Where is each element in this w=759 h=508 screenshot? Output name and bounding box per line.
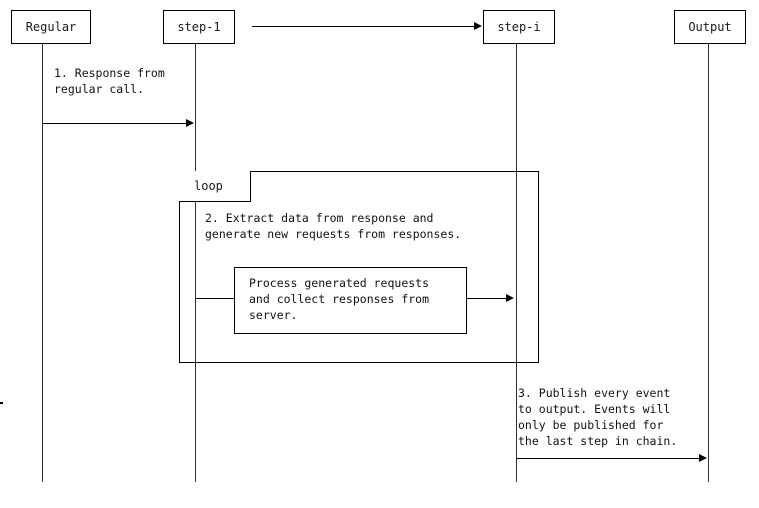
message-chain-link-arrowhead — [474, 22, 482, 30]
loop-fragment-frame — [179, 171, 539, 363]
loop-operator-text: loop — [194, 179, 223, 193]
note-line-3: server. — [249, 308, 298, 322]
fragment-text-extract-data: 2. Extract data from response and genera… — [205, 210, 461, 242]
publish-label-line-3: only be published for — [518, 418, 664, 432]
participant-label-step-1: step-1 — [177, 20, 221, 34]
edge-artifact-mark — [0, 402, 3, 404]
publish-label-line-2: to output. Events will — [518, 402, 671, 416]
message-response-from-regular-line — [42, 123, 187, 124]
message-chain-link-line — [252, 26, 475, 27]
publish-label-line-4: the last step in chain. — [518, 434, 678, 448]
participant-step-i[interactable]: step-i — [483, 10, 555, 44]
note-line-2: and collect responses from — [249, 292, 430, 306]
message-response-from-regular-arrowhead — [186, 119, 194, 127]
message-label-line-1: 1. Response from — [54, 66, 165, 80]
participant-label-regular: Regular — [25, 20, 77, 34]
message-process-requests-arrowhead — [506, 294, 514, 302]
participant-regular[interactable]: Regular — [11, 10, 91, 44]
message-publish-every-event-arrowhead — [699, 454, 707, 462]
message-label-publish-every-event: 3. Publish every event to output. Events… — [518, 385, 677, 449]
publish-label-line-1: 3. Publish every event — [518, 386, 671, 400]
fragment-text-line-2: generate new requests from responses. — [205, 227, 462, 241]
message-publish-every-event-line — [516, 458, 700, 459]
note-process-generated-requests: Process generated requests and collect r… — [234, 267, 467, 334]
note-line-1: Process generated requests — [249, 276, 430, 290]
message-label-response-from-regular: 1. Response from regular call. — [54, 65, 165, 97]
lifeline-output — [708, 44, 709, 482]
fragment-text-line-1: 2. Extract data from response and — [205, 211, 434, 225]
message-label-line-2: regular call. — [54, 82, 145, 96]
participant-output[interactable]: Output — [674, 10, 746, 44]
loop-fragment-operator-label: loop — [179, 171, 251, 202]
lifeline-step-i — [516, 44, 517, 482]
lifeline-regular — [42, 44, 43, 482]
participant-step-1[interactable]: step-1 — [163, 10, 235, 44]
lifeline-step-1 — [195, 44, 196, 482]
participant-label-step-i: step-i — [497, 20, 541, 34]
participant-label-output: Output — [688, 20, 732, 34]
